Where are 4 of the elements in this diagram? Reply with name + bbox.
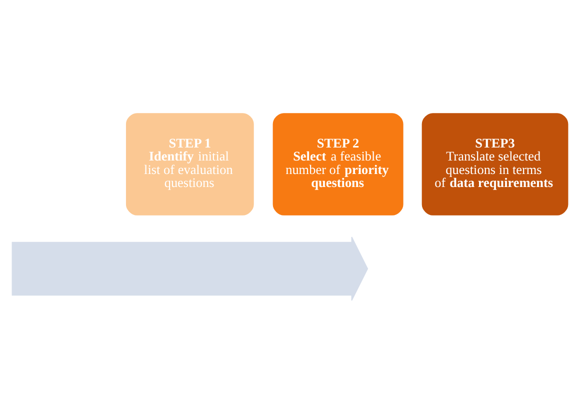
node-box: STEP 1 Identify initial list of evaluation questions xyxy=(126,113,254,216)
node-box: STEP 2 Select a feasible number of priority questions xyxy=(272,113,404,216)
node-arrow xyxy=(12,236,368,301)
node-box: STEP3 Translate selected questions in terms of data requirements xyxy=(422,113,568,216)
